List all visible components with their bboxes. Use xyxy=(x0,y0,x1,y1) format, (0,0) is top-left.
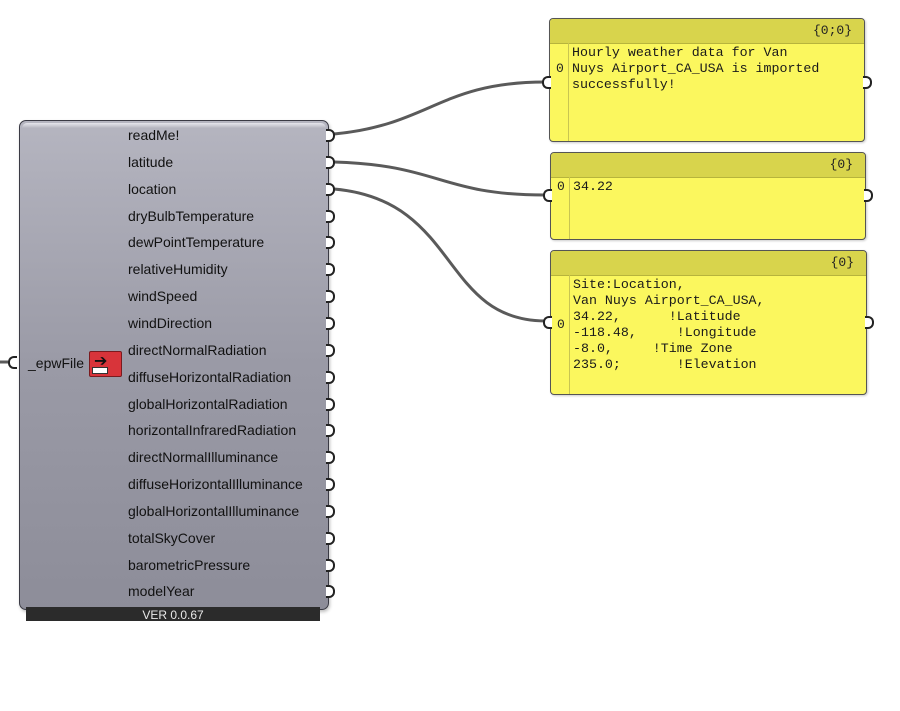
output-grip[interactable] xyxy=(326,129,335,142)
output-drybulbtemperature: dryBulbTemperature xyxy=(128,208,255,224)
output-directnormalradiation: directNormalRadiation xyxy=(128,342,267,358)
output-barometricpressure: barometricPressure xyxy=(128,557,251,573)
input-grip-epwfile[interactable] xyxy=(8,356,17,369)
panel-header: {0} xyxy=(551,153,865,178)
panel-path: {0} xyxy=(830,255,854,270)
output-grip[interactable] xyxy=(326,183,335,196)
output-relativehumidity: relativeHumidity xyxy=(128,261,228,277)
output-horizontalinfraredradiation: horizontalInfraredRadiation xyxy=(128,422,297,438)
output-grip[interactable] xyxy=(326,424,335,437)
panel-header: {0;0} xyxy=(550,19,864,44)
output-grip[interactable] xyxy=(326,505,335,518)
component-highlight xyxy=(22,123,326,128)
panel-index: 0 xyxy=(557,317,565,332)
arrow-icon: ➔ xyxy=(94,353,108,370)
panel-path: {0;0} xyxy=(812,23,852,38)
output-grip[interactable] xyxy=(326,559,335,572)
panel-header: {0} xyxy=(551,251,866,276)
panel-readme-output-grip[interactable] xyxy=(863,76,872,89)
panel-location-input-grip[interactable] xyxy=(543,316,552,329)
panel-index: 0 xyxy=(556,61,564,76)
import-epw-component[interactable] xyxy=(19,120,329,610)
output-globalhorizontalradiation: globalHorizontalRadiation xyxy=(128,396,288,412)
output-diffusehorizontalradiation: diffuseHorizontalRadiation xyxy=(128,369,292,385)
panel-location[interactable]: {0} 0 Site:Location, Van Nuys Airport_CA… xyxy=(550,250,867,395)
panel-readme[interactable]: {0;0} 0 Hourly weather data for Van Nuys… xyxy=(549,18,865,142)
output-grip[interactable] xyxy=(326,344,335,357)
panel-latitude-output-grip[interactable] xyxy=(864,189,873,202)
output-globalhorizontalilluminance: globalHorizontalIlluminance xyxy=(128,503,300,519)
output-winddirection: windDirection xyxy=(128,315,213,331)
output-totalskycover: totalSkyCover xyxy=(128,530,216,546)
panel-gutter xyxy=(569,177,570,239)
output-grip[interactable] xyxy=(326,290,335,303)
panel-latitude-input-grip[interactable] xyxy=(543,189,552,202)
output-directnormalilluminance: directNormalIlluminance xyxy=(128,449,279,465)
output-dewpointtemperature: dewPointTemperature xyxy=(128,234,265,250)
output-grip[interactable] xyxy=(326,451,335,464)
output-location: location xyxy=(128,181,177,197)
output-grip[interactable] xyxy=(326,585,335,598)
file-tag-icon xyxy=(92,367,108,374)
panel-location-output-grip[interactable] xyxy=(865,316,874,329)
output-grip[interactable] xyxy=(326,398,335,411)
output-grip[interactable] xyxy=(326,371,335,384)
output-grip[interactable] xyxy=(326,210,335,223)
output-grip[interactable] xyxy=(326,156,335,169)
panel-index: 0 xyxy=(557,179,565,194)
panel-path: {0} xyxy=(829,157,853,172)
input-label-epwfile: _epwFile xyxy=(28,355,85,371)
panel-latitude[interactable]: {0} 0 34.22 xyxy=(550,152,866,240)
panel-content: Site:Location, Van Nuys Airport_CA_USA, … xyxy=(573,277,765,372)
wire-latitude xyxy=(333,160,546,197)
panel-content: Hourly weather data for Van Nuys Airport… xyxy=(572,45,820,92)
epw-import-icon: ➔ xyxy=(89,351,122,377)
wire-readme xyxy=(333,80,546,136)
output-grip[interactable] xyxy=(326,532,335,545)
panel-readme-input-grip[interactable] xyxy=(542,76,551,89)
output-latitude: latitude xyxy=(128,154,174,170)
panel-gutter xyxy=(569,275,570,394)
wire-location xyxy=(333,187,546,323)
output-grip[interactable] xyxy=(326,317,335,330)
output-diffusehorizontalilluminance: diffuseHorizontalIlluminance xyxy=(128,476,303,492)
panel-content: 34.22 xyxy=(573,179,613,194)
output-grip[interactable] xyxy=(326,263,335,276)
output-grip[interactable] xyxy=(326,236,335,249)
version-bar: VER 0.0.67 xyxy=(26,607,320,621)
output-modelyear: modelYear xyxy=(128,583,195,599)
output-readme: readMe! xyxy=(128,127,180,143)
panel-gutter xyxy=(568,43,569,141)
output-grip[interactable] xyxy=(326,478,335,491)
output-windspeed: windSpeed xyxy=(128,288,198,304)
